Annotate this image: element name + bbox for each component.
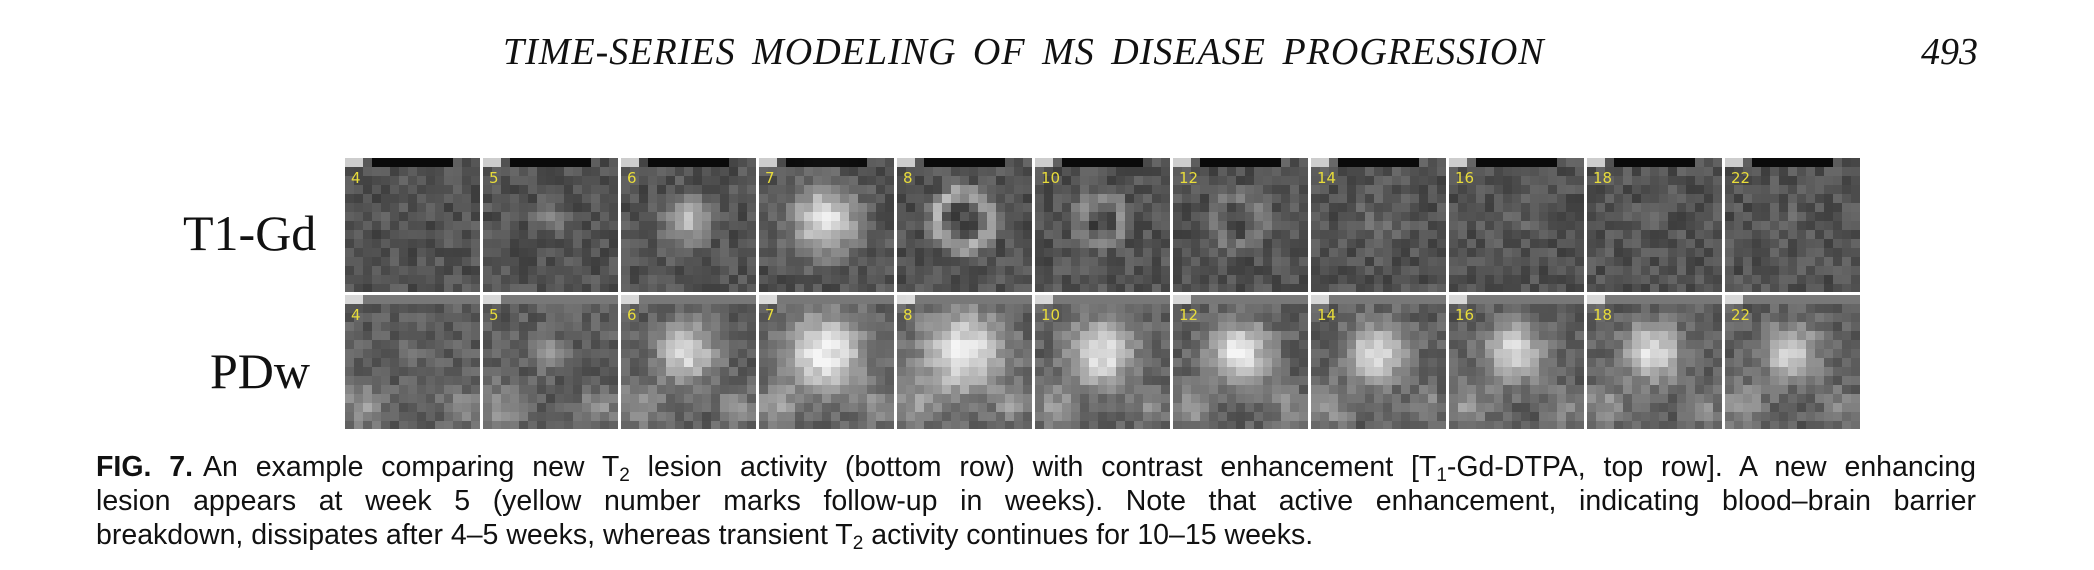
running-head-title: TIME-SERIES MODELING OF MS DISEASE PROGR… xyxy=(503,31,1545,73)
t1-gd-image-week-16: 16 xyxy=(1449,158,1584,292)
figure-7: T1-Gd PDw 4 5 6 7 8 10 12 14 16 18 22 4 5 6 7 8 10 12 14 1… xyxy=(180,158,1880,433)
t1-gd-image-week-4: 4 xyxy=(345,158,480,292)
mri-scan-image xyxy=(483,158,618,292)
mri-scan-image xyxy=(1725,295,1860,429)
row-label-t1-gd: T1-Gd xyxy=(183,205,317,261)
figure-caption: FIG. 7.An example comparing new T2 lesio… xyxy=(96,450,1976,554)
mri-scan-image xyxy=(1449,295,1584,429)
week-number: 7 xyxy=(765,169,775,187)
week-number: 16 xyxy=(1455,306,1475,324)
t1-gd-image-week-8: 8 xyxy=(897,158,1032,292)
pdw-image-week-22: 22 xyxy=(1725,295,1860,429)
week-number: 8 xyxy=(903,306,913,324)
week-number: 6 xyxy=(627,169,637,187)
mri-scan-image xyxy=(621,158,756,292)
mri-scan-image xyxy=(897,158,1032,292)
week-number: 7 xyxy=(765,306,775,324)
mri-scan-image xyxy=(483,295,618,429)
pdw-image-week-6: 6 xyxy=(621,295,756,429)
caption-line-3: breakdown, dissipates after 4–5 weeks, w… xyxy=(96,519,1314,554)
mri-scan-image xyxy=(621,295,756,429)
pdw-image-week-14: 14 xyxy=(1311,295,1446,429)
pdw-image-week-12: 12 xyxy=(1173,295,1308,429)
week-number: 4 xyxy=(351,169,361,187)
week-number: 14 xyxy=(1317,169,1337,187)
mri-scan-image xyxy=(1173,295,1308,429)
caption-line-1: FIG. 7.An example comparing new T2 lesio… xyxy=(96,451,1976,486)
week-number: 10 xyxy=(1041,169,1061,187)
week-number: 22 xyxy=(1731,306,1751,324)
pdw-image-week-7: 7 xyxy=(759,295,894,429)
mri-scan-image xyxy=(345,158,480,292)
pdw-image-week-4: 4 xyxy=(345,295,480,429)
mri-scan-image xyxy=(1725,158,1860,292)
caption-line-2: lesion appears at week 5 (yellow number … xyxy=(96,485,1976,517)
pdw-image-week-8: 8 xyxy=(897,295,1032,429)
pdw-image-week-16: 16 xyxy=(1449,295,1584,429)
week-number: 10 xyxy=(1041,306,1061,324)
week-number: 12 xyxy=(1179,306,1199,324)
mri-scan-image xyxy=(1311,158,1446,292)
t1-gd-image-week-10: 10 xyxy=(1035,158,1170,292)
week-number: 12 xyxy=(1179,169,1199,187)
t1-gd-image-week-22: 22 xyxy=(1725,158,1860,292)
pdw-image-week-18: 18 xyxy=(1587,295,1722,429)
t1-gd-image-row: 4 5 6 7 8 10 12 14 16 18 22 xyxy=(345,158,1860,292)
t1-gd-image-week-6: 6 xyxy=(621,158,756,292)
mri-scan-image xyxy=(897,295,1032,429)
week-number: 18 xyxy=(1593,306,1613,324)
t1-gd-image-week-14: 14 xyxy=(1311,158,1446,292)
running-head: TIME-SERIES MODELING OF MS DISEASE PROGR… xyxy=(0,30,2094,80)
mri-scan-image xyxy=(1035,295,1170,429)
mri-scan-image xyxy=(1173,158,1308,292)
week-number: 4 xyxy=(351,306,361,324)
mri-scan-image xyxy=(1587,158,1722,292)
figure-label: FIG. 7. xyxy=(96,451,194,483)
pdw-image-week-10: 10 xyxy=(1035,295,1170,429)
page-number: 493 xyxy=(1921,31,1978,73)
week-number: 6 xyxy=(627,306,637,324)
week-number: 22 xyxy=(1731,169,1751,187)
week-number: 14 xyxy=(1317,306,1337,324)
pdw-image-week-5: 5 xyxy=(483,295,618,429)
mri-scan-image xyxy=(759,295,894,429)
week-number: 8 xyxy=(903,169,913,187)
t1-gd-image-week-5: 5 xyxy=(483,158,618,292)
t1-gd-image-week-7: 7 xyxy=(759,158,894,292)
mri-scan-image xyxy=(1311,295,1446,429)
week-number: 16 xyxy=(1455,169,1475,187)
t1-gd-image-week-18: 18 xyxy=(1587,158,1722,292)
pdw-image-row: 4 5 6 7 8 10 12 14 16 18 22 xyxy=(345,295,1860,429)
mri-scan-image xyxy=(1449,158,1584,292)
row-label-pdw: PDw xyxy=(210,343,311,399)
week-number: 5 xyxy=(489,306,499,324)
t1-gd-image-week-12: 12 xyxy=(1173,158,1308,292)
week-number: 5 xyxy=(489,169,499,187)
week-number: 18 xyxy=(1593,169,1613,187)
mri-scan-image xyxy=(345,295,480,429)
mri-scan-image xyxy=(1035,158,1170,292)
mri-scan-image xyxy=(759,158,894,292)
mri-scan-image xyxy=(1587,295,1722,429)
